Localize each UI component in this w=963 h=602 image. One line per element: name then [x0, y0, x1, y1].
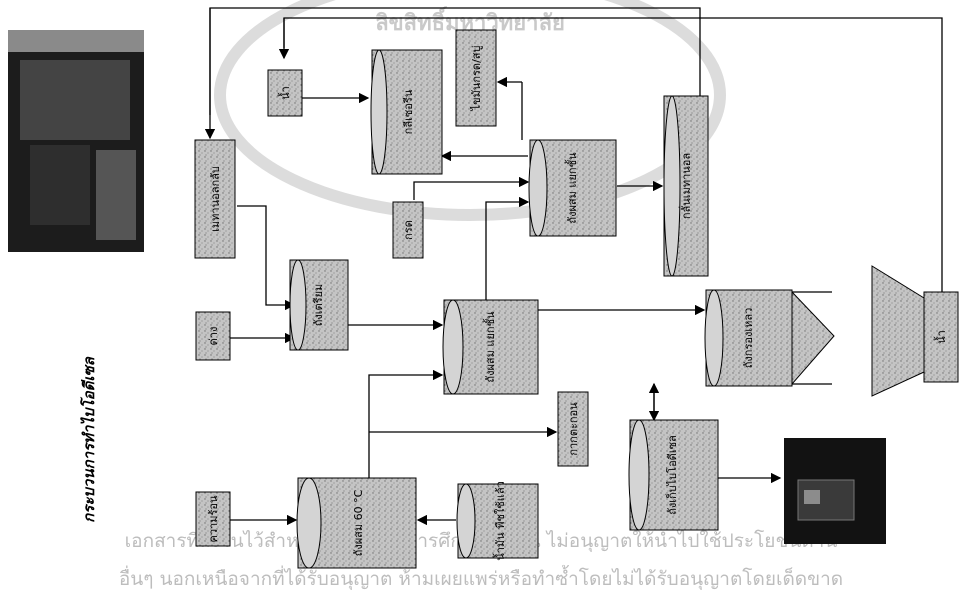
node-base: ด่าง — [196, 312, 230, 360]
tank-oil: น้ำมัน พืชใช้แล้ว — [457, 481, 538, 561]
photo-biodiesel-plant — [8, 30, 144, 252]
tank-glycerin: กลีเซอรีน — [371, 50, 442, 174]
svg-text:ถังกรองเหลว: ถังกรองเหลว — [742, 308, 755, 369]
svg-text:กากตะกอน: กากตะกอน — [567, 402, 580, 456]
tank-wash: ถังผสม แยกชั้น — [529, 140, 616, 236]
tank-heat: ถังผสม 60 °C — [297, 478, 416, 568]
svg-text:น้ำ: น้ำ — [277, 86, 292, 100]
node-water-top: น้ำ — [268, 70, 302, 116]
svg-text:ถังเตรียม: ถังเตรียม — [312, 284, 325, 327]
watermark-line-2: อื่นๆ นอกเหนือจากที่ได้รับอนุญาต ห้ามเผย… — [119, 565, 843, 591]
svg-text:ความร้อน: ความร้อน — [207, 495, 220, 542]
tank-catalyst: ถังเตรียม — [290, 260, 348, 350]
flow-line — [237, 206, 294, 305]
page-title: กระบวนการทำไบโอดีเซล — [79, 356, 98, 522]
node-fatty-acid-salt: ไขมันกรด/สบู่ — [456, 30, 496, 126]
node-acid: กรด — [393, 202, 423, 258]
flow-line — [369, 375, 442, 478]
flow-line — [414, 182, 528, 200]
tank-reactor: ถังผสม แยกชั้น — [443, 300, 538, 394]
node-heat-input: ความร้อน — [196, 492, 230, 546]
tank-storage: ถังเก็บไบโอดีเซล — [629, 420, 718, 530]
svg-text:กลั่นเมทานอล: กลั่นเมทานอล — [678, 153, 693, 219]
svg-text:ถังผสม แยกชั้น: ถังผสม แยกชั้น — [482, 311, 497, 383]
svg-text:น้ำ: น้ำ — [933, 330, 948, 344]
svg-text:ไขมันกรด/สบู่: ไขมันกรด/สบู่ — [470, 46, 483, 112]
tank-filter: ถังกรองเหลว — [705, 290, 834, 386]
svg-text:ถังผสม แยกชั้น: ถังผสม แยกชั้น — [564, 152, 579, 224]
svg-text:ถังผสม 60 °C: ถังผสม 60 °C — [352, 489, 365, 556]
svg-text:กลีเซอรีน: กลีเซอรีน — [402, 89, 415, 134]
photo-biodiesel-product — [784, 438, 886, 544]
svg-text:เมทานอลกลับ: เมทานอลกลับ — [209, 166, 222, 232]
svg-text:ด่าง: ด่าง — [207, 327, 220, 346]
svg-text:กรด: กรด — [402, 220, 415, 240]
node-sediment: กากตะกอน — [558, 392, 588, 466]
hopper-water: น้ำ — [872, 266, 958, 396]
svg-text:น้ำมัน พืชใช้แล้ว: น้ำมัน พืชใช้แล้ว — [492, 481, 507, 561]
node-methanol-left: เมทานอลกลับ — [195, 140, 235, 258]
svg-text:ถังเก็บไบโอดีเซล: ถังเก็บไบโอดีเซล — [665, 435, 679, 515]
tank-methanol-distill: กลั่นเมทานอล — [664, 96, 708, 276]
